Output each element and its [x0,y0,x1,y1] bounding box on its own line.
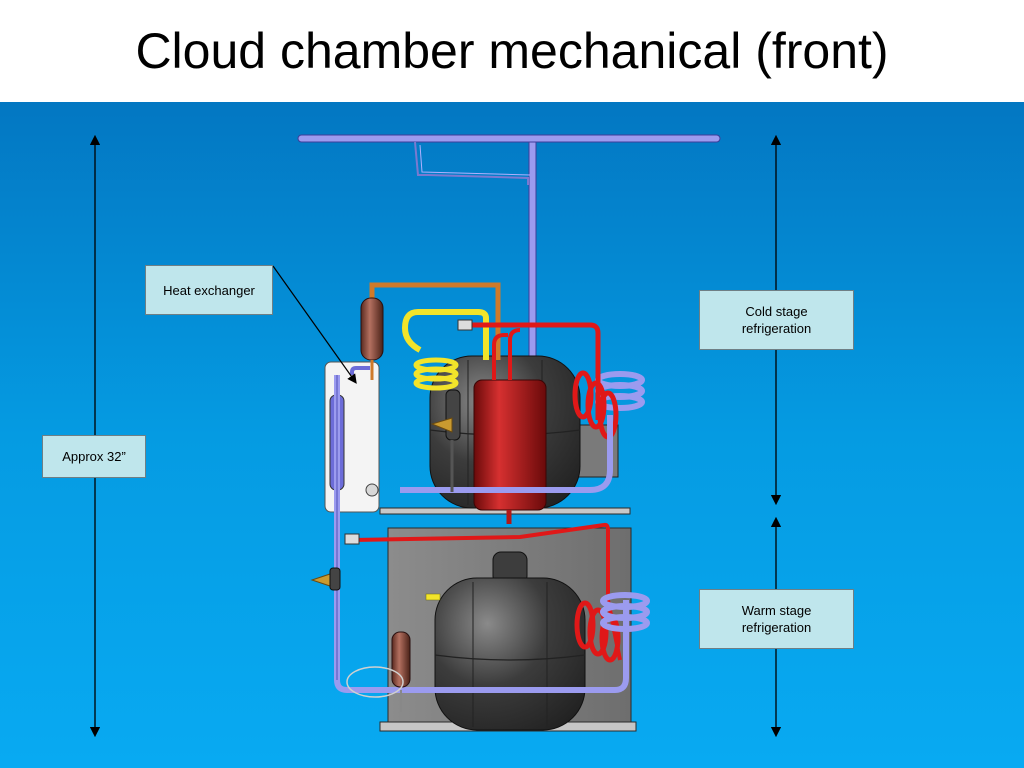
diagram-panel [0,102,1024,768]
warm-stage-label: Warm stage refrigeration [699,589,854,649]
expansion-valve [430,389,461,492]
red-tank [473,379,547,524]
cold-stage-label: Cold stage refrigeration [699,290,854,350]
heat-exchanger-label: Heat exchanger [145,265,273,315]
warm-stage-blue-coil [600,592,650,632]
warm-stage-yellow-stub [425,593,441,601]
cloud-chamber-mechanical-diagram [89,134,782,738]
slide-title: Cloud chamber mechanical (front) [135,23,889,79]
yellow-coil [401,309,489,391]
cold-stage-red-pipes [457,319,619,440]
top-header-pipe [297,134,721,488]
warm-stage-drier [346,631,411,712]
approx-height-label: Approx 32” [42,435,146,478]
left-blue-riser [334,375,629,693]
cold-stage-blue-loop [350,366,613,493]
side-valve [310,567,341,591]
heat-exchanger-plate [324,361,380,513]
heat-exchanger-leader [272,265,357,384]
